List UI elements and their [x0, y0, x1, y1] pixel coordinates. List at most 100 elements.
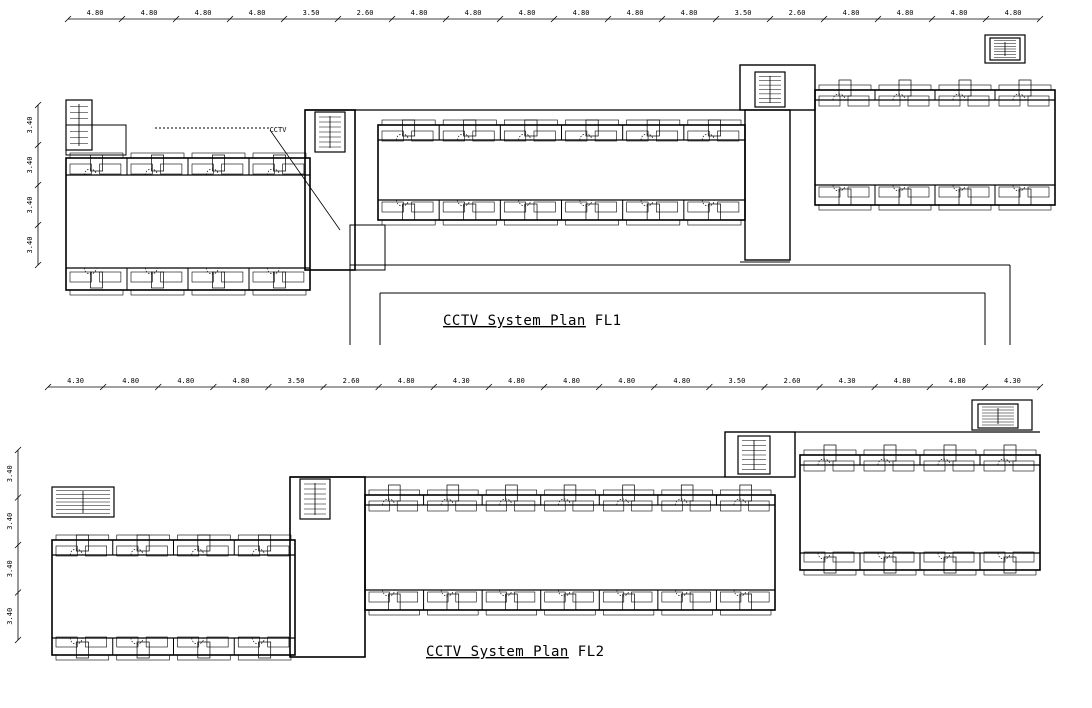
- fl2-door-swing-icon: [877, 458, 891, 466]
- fl1-bed-icon: [626, 201, 649, 213]
- fl2-side-dimension-tick: [14, 541, 22, 549]
- fl1-dimension-label: 4.80: [951, 9, 968, 17]
- fl1-stair-block: [739, 64, 816, 111]
- fl1-bathroom-icon: [524, 119, 538, 137]
- fl1-bed-icon: [938, 186, 961, 198]
- fl2-door-swing-icon: [499, 589, 513, 597]
- fl1-bed-icon: [687, 201, 710, 213]
- fl2-bed-icon: [1012, 460, 1035, 472]
- fl2-dimension-tick: [871, 383, 878, 391]
- fl1-dimension-label: 4.80: [465, 9, 482, 17]
- fl2-bathroom-icon: [622, 484, 635, 502]
- fl2-dimension-label: 4.80: [618, 377, 635, 385]
- fl2-side-dimension-tick: [14, 589, 22, 596]
- fl2-stair-icon: [304, 483, 326, 515]
- fl2-dimension-tick: [1036, 383, 1044, 391]
- fl1-dimension-label: 4.80: [897, 9, 914, 17]
- fl1-room: [381, 119, 436, 226]
- fl2-room: [983, 444, 1037, 576]
- plan-title-fl2-suffix: FL2: [578, 644, 605, 660]
- fl1-bathroom-icon: [463, 119, 477, 137]
- fl1-balcony: [818, 204, 872, 211]
- fl2-room: [116, 534, 170, 661]
- fl2-balcony: [485, 609, 538, 616]
- fl1-room: [626, 119, 681, 226]
- fl2-bathroom-icon: [1003, 556, 1017, 574]
- fl2-door-swing-icon: [191, 637, 205, 645]
- fl1-balcony: [504, 219, 558, 226]
- fl2-door-swing-icon: [130, 548, 144, 556]
- fl1-door-swing-icon: [205, 168, 219, 176]
- fl2-balcony: [177, 534, 231, 541]
- fl2-bed-icon: [720, 500, 742, 512]
- fl1-dimension-tick: [928, 15, 936, 23]
- fl1-room: [998, 79, 1052, 211]
- fl2-dimension-tick: [981, 383, 989, 391]
- fl1-dimension-label: 4.80: [519, 9, 536, 17]
- fl1-bed-icon: [69, 271, 92, 283]
- fl2-balcony: [427, 609, 479, 616]
- fl2-bed-icon: [544, 591, 566, 603]
- fl1-bed-icon: [160, 163, 183, 175]
- fl1-dimension-label: 3.50: [303, 9, 320, 17]
- fl1-balcony: [191, 289, 246, 296]
- fl1-door-swing-icon: [701, 133, 715, 141]
- fl2-bathroom-icon: [197, 534, 211, 552]
- fl2-room: [177, 534, 231, 661]
- fl1-door-swing-icon: [266, 267, 280, 275]
- fl1-bed-icon: [717, 201, 740, 213]
- fl2-balcony: [661, 489, 713, 496]
- fl1-door-swing-icon: [892, 184, 906, 192]
- fl2-dimension-tick: [375, 383, 382, 391]
- fl1-bathroom-icon: [273, 154, 286, 172]
- fl1-dimension-tick: [64, 15, 72, 23]
- plan-title-fl2: CCTV System Plan FL2: [426, 644, 605, 660]
- fl1-balcony: [626, 119, 681, 126]
- fl2-balcony: [923, 449, 977, 456]
- fl1-bed-icon: [967, 186, 990, 198]
- fl1-door-swing-icon: [579, 199, 593, 207]
- fl2-side-dimension-tick: [14, 446, 22, 454]
- fl2-bathroom-icon: [75, 641, 89, 659]
- fl1-door-swing-icon: [396, 133, 409, 141]
- fl2-side-dimension-label: 3.40: [6, 560, 14, 577]
- fl2-stair-icon: [56, 490, 110, 514]
- fl1-door-swing-icon: [832, 93, 846, 101]
- fl1-bed-icon: [130, 271, 153, 283]
- fl2-room: [720, 484, 772, 616]
- fl2-dimension-tick: [540, 383, 548, 391]
- fl1-entrance: [349, 224, 386, 271]
- fl1-dimension-label: 4.80: [411, 9, 428, 17]
- fl1-bed-icon: [69, 163, 92, 175]
- fl1-bathroom-icon: [151, 271, 164, 289]
- fl1-stair-icon: [994, 40, 1016, 58]
- fl1-bed-icon: [282, 163, 305, 175]
- fl2-bathroom-icon: [446, 484, 460, 502]
- fl1-door-swing-icon: [83, 168, 97, 176]
- fl1-balcony: [878, 84, 932, 91]
- fl1-door-swing-icon: [1012, 184, 1026, 192]
- fl1-stair-core: [989, 37, 1021, 61]
- fl2-bed-icon: [892, 460, 915, 472]
- fl2-stair-core: [737, 435, 771, 475]
- fl2-door-swing-icon: [733, 589, 747, 597]
- fl2-bed-icon: [396, 591, 419, 603]
- fl1-door-swing-icon: [518, 133, 532, 141]
- fl1-bed-icon: [818, 186, 841, 198]
- fl1-door-swing-icon: [457, 199, 470, 207]
- fl2-bed-icon: [427, 591, 449, 603]
- fl1-bathroom-icon: [838, 79, 852, 97]
- plan-title-fl1-main: CCTV System Plan: [443, 313, 586, 329]
- fl1-bed-icon: [907, 186, 930, 198]
- fl1-dimension-label: 2.60: [357, 9, 374, 17]
- fl2-door-swing-icon: [733, 498, 747, 506]
- fl2-door-swing-icon: [937, 458, 951, 466]
- fl1-bed-icon: [907, 95, 930, 107]
- fl2-balcony: [602, 489, 655, 496]
- fl1-balcony: [938, 84, 992, 91]
- fl1-room: [565, 119, 619, 226]
- fl1-dimension-label: 4.80: [1005, 9, 1022, 17]
- fl2-stair-core: [977, 403, 1019, 429]
- fl1-dimension-label: 4.80: [249, 9, 266, 17]
